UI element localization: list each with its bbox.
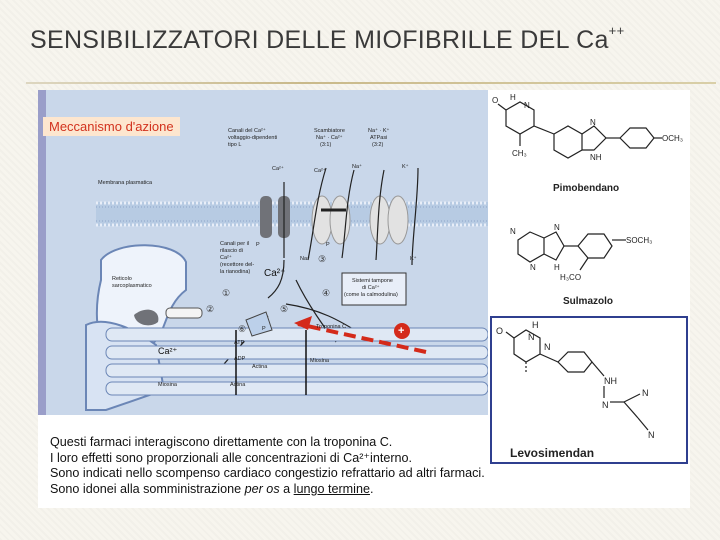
levo-N3: N — [602, 400, 609, 410]
pimo-CH3: CH₃ — [512, 149, 527, 158]
pimo-N: N — [524, 101, 530, 110]
pimo-OCH3: OCH₃ — [662, 134, 683, 143]
p-label-1: P — [256, 242, 260, 248]
levosimendan-label: Levosimendan — [510, 446, 594, 460]
na-inside: Na⁺ — [300, 255, 310, 262]
sulm-H3CO: H₃CO — [560, 273, 581, 282]
step-3: ③ — [318, 254, 326, 264]
k-outside: K⁺ — [402, 163, 409, 170]
slide-title: SENSIBILIZZATORI DELLE MIOFIBRILLE DEL C… — [30, 26, 710, 55]
sulmazole-label: Sulmazolo — [563, 296, 613, 307]
step-5: ⑤ — [280, 304, 288, 314]
membrane-bilayer — [96, 202, 488, 226]
caption-line-4-start: Sono idonei alla somministrazione — [50, 482, 245, 496]
exchanger-label-3: (3:1) — [320, 142, 331, 148]
plus-sign: + — [398, 325, 404, 337]
exchanger-label-2: Na⁺ · Ca²⁺ — [316, 134, 343, 141]
ryr-label-1: Canali per il — [220, 241, 249, 247]
caption-line-2: I loro effetti sono proporzionali alle c… — [50, 451, 510, 467]
ryr-label-2: rilascio di — [220, 248, 243, 254]
sulm-SOCH3: SOCH₃ — [626, 236, 652, 245]
mechanism-panel: Canali del Ca²⁺ voltaggio-dipendenti tip… — [38, 90, 488, 415]
sulm-N3: N — [554, 223, 560, 232]
pimo-NH: NH — [590, 153, 602, 162]
caption-line-4-end: . — [370, 482, 374, 496]
sulm-N2: N — [510, 227, 516, 236]
exchanger-label-1: Scambiatore — [314, 128, 345, 134]
ca-channel-label-1: Canali del Ca²⁺ — [228, 127, 266, 134]
ryr-label-5: la rianodina) — [220, 269, 250, 275]
levosimendan-box: O H N N NH N N N Levosimendan — [490, 316, 688, 464]
title-divider — [26, 82, 716, 84]
sr-label-1: Reticolo — [112, 276, 132, 282]
slide-title-text: SENSIBILIZZATORI DELLE MIOFIBRILLE DEL C… — [30, 26, 609, 54]
pimobendan-label: Pimobendano — [553, 183, 619, 194]
caption-lungo-termine: lungo termine — [294, 482, 370, 496]
caption-line-4: Sono idonei alla somministrazione per os… — [50, 482, 510, 498]
ca-myofilament-label: Ca²⁺ — [158, 346, 178, 356]
myosin-label-1: Miosina — [310, 358, 330, 364]
slide-title-superscript: ++ — [609, 23, 625, 38]
actin-label-1: Actina — [252, 364, 268, 370]
membrane-label: Membrana plasmatica — [98, 180, 153, 186]
pump-label-1: Na⁺ · K⁺ — [368, 127, 389, 134]
caption-line-3: Sono indicati nello scompenso cardiaco c… — [50, 466, 510, 482]
caption-per-os: per os — [245, 482, 280, 496]
buffer-label-2: di Ca²⁺ — [362, 284, 380, 291]
levo-NH: NH — [604, 376, 617, 386]
figure: Canali del Ca²⁺ voltaggio-dipendenti tip… — [38, 90, 690, 508]
na-outside: Na⁺ — [352, 163, 362, 170]
mechanism-diagram: Canali del Ca²⁺ voltaggio-dipendenti tip… — [46, 90, 488, 415]
sulm-H: H — [554, 263, 560, 272]
caption-line-4-mid: a — [280, 482, 294, 496]
atp-label: ATP — [234, 340, 245, 346]
pimo-N2: N — [590, 118, 596, 127]
pump-label-3: (3:2) — [372, 142, 383, 148]
step-1: ① — [222, 288, 230, 298]
buffer-label-3: (come la calmodulina) — [344, 292, 398, 298]
pimo-O: O — [492, 96, 498, 105]
levo-N4: N — [642, 388, 649, 398]
myosin-label-2: Miosina — [158, 382, 178, 388]
levo-O: O — [496, 326, 503, 336]
caption: Questi farmaci interagiscono direttament… — [50, 435, 510, 497]
mechanism-title: Meccanismo d'azione — [43, 117, 180, 136]
p-label-3: P — [262, 326, 266, 332]
ca-channel-label-3: tipo L — [228, 142, 241, 148]
k-inside: K⁺ — [410, 255, 417, 262]
buffer-label-1: Sistemi tampone — [352, 278, 393, 284]
ca-outside-2: Ca²⁺ — [314, 167, 326, 174]
levo-N1: N — [528, 332, 535, 342]
pimo-H: H — [510, 93, 516, 102]
caption-line-1: Questi farmaci interagiscono direttament… — [50, 435, 510, 451]
sulm-N1: N — [530, 263, 536, 272]
step-4: ④ — [322, 288, 330, 298]
ca-outside-1: Ca²⁺ — [272, 165, 284, 172]
pump-label-2: ATPasi — [370, 135, 387, 141]
ca-channel-label-2: voltaggio-dipendenti — [228, 135, 277, 141]
adp-label: ADP — [234, 356, 246, 362]
p-label-2: P — [326, 242, 330, 248]
actin-label-2: Actina — [230, 382, 246, 388]
levo-H: H — [532, 320, 539, 330]
levosimendan-structure: O H N N NH N N N — [492, 318, 686, 440]
sulmazole-structure: N N N H SOCH₃ H₃CO — [508, 220, 688, 300]
step-6: ⑥ — [238, 324, 246, 334]
ryanodine-receptor — [166, 308, 202, 318]
ryr-label-4: (recettore del- — [220, 262, 254, 268]
sr-label-2: sarcoplasmatico — [112, 283, 152, 289]
step-2: ② — [206, 304, 214, 314]
levo-N5: N — [648, 430, 655, 440]
levo-N2: N — [544, 342, 551, 352]
ryr-label-3: Ca²⁺ — [220, 254, 232, 261]
troponin-label: Troponina C — [316, 324, 346, 330]
ca-cytosol-label: Ca²⁺ — [264, 268, 285, 279]
